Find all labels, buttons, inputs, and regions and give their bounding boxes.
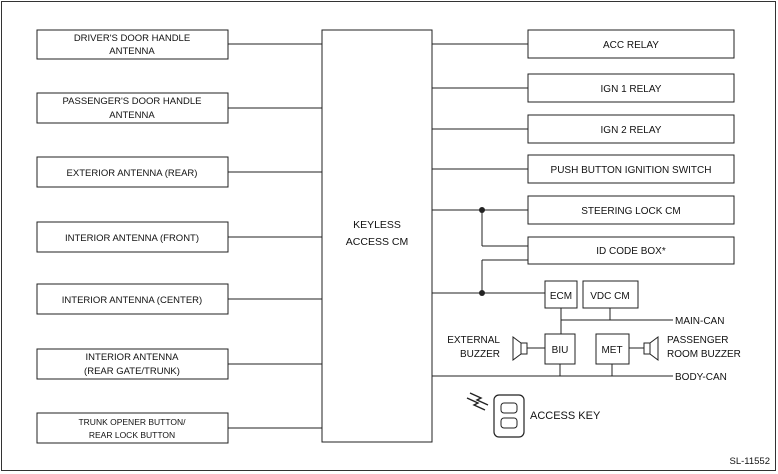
left-input-3: EXTERIOR ANTENNA (REAR) [36,156,322,188]
output-label: STEERING LOCK CM [581,206,680,217]
right-output-3: IGN 2 RELAY [432,114,735,144]
left-input-7: TRUNK OPENER BUTTON/ REAR LOCK BUTTON [36,412,322,444]
left-input-6: INTERIOR ANTENNA (REAR GATE/TRUNK) [36,348,322,380]
output-box-steering-lock-cm [527,195,735,225]
input-label: DRIVER'S DOOR HANDLE [74,33,190,44]
output-label: IGN 2 RELAY [601,125,662,136]
met-label: MET [601,345,622,356]
left-input-4: INTERIOR ANTENNA (FRONT) [36,221,322,253]
junction-dot-ecm [479,290,485,296]
right-output-2: IGN 1 RELAY [432,73,735,103]
input-label: ANTENNA [109,110,155,121]
input-box-exterior-antenna-rear [36,156,229,188]
passenger-room-buzzer-icon [643,336,659,361]
ecm-label: ECM [550,291,572,302]
input-box-interior-antenna-rear-gate [36,348,229,380]
access-key-icon [493,394,525,438]
input-label: TRUNK OPENER BUTTON/ [78,417,186,427]
input-label: REAR LOCK BUTTON [89,430,175,440]
output-label: ACC RELAY [603,40,659,51]
input-label: EXTERIOR ANTENNA (REAR) [67,168,198,179]
vdc-cm-box [582,280,639,309]
external-buzzer-label-2: BUZZER [460,349,500,360]
right-output-4: PUSH BUTTON IGNITION SWITCH [432,154,735,184]
output-box-acc-relay [527,29,735,59]
input-label: INTERIOR ANTENNA (FRONT) [65,233,199,244]
output-label: ID CODE BOX* [596,246,666,257]
right-output-1: ACC RELAY [432,29,735,59]
input-box-interior-antenna-center [36,283,229,315]
vdc-cm-label: VDC CM [590,291,629,302]
input-label: ANTENNA [109,46,155,57]
input-label: INTERIOR ANTENNA [86,352,180,363]
signal-bolt-icon [466,392,489,411]
input-box-passengers-door-antenna [36,92,229,124]
right-output-5: STEERING LOCK CM [432,195,735,225]
input-box-drivers-door-antenna [36,29,229,60]
biu-label: BIU [552,345,569,356]
access-key-label: ACCESS KEY [530,410,601,422]
passenger-buzzer-label-1: PASSENGER [667,335,729,346]
left-input-1: DRIVER'S DOOR HANDLE ANTENNA [36,29,322,60]
input-label: PASSENGER'S DOOR HANDLE [63,96,202,107]
keyless-access-cm-line-1: KEYLESS [353,219,401,231]
output-box-push-button-ignition [527,154,735,184]
right-output-6: ID CODE BOX* [481,210,735,265]
input-box-trunk-opener-button [36,412,229,444]
figure-id: SL-11552 [730,456,771,467]
left-input-5: INTERIOR ANTENNA (CENTER) [36,283,322,315]
main-can-label: MAIN-CAN [675,316,724,327]
output-label: IGN 1 RELAY [601,84,662,95]
external-buzzer-label-1: EXTERNAL [447,335,500,346]
keyless-access-cm-line-2: ACCESS CM [346,236,408,248]
input-label: (REAR GATE/TRUNK) [84,366,180,377]
output-box-ign1-relay [527,73,735,103]
passenger-buzzer-label-2: ROOM BUZZER [667,349,741,360]
keyless-access-cm-box [321,29,433,443]
output-box-ign2-relay [527,114,735,144]
output-box-id-code-box [527,236,735,265]
input-label: INTERIOR ANTENNA (CENTER) [62,295,202,306]
output-label: PUSH BUTTON IGNITION SWITCH [551,165,712,176]
external-buzzer-icon [512,336,528,361]
junction-dot-steering [479,207,485,213]
left-input-2: PASSENGER'S DOOR HANDLE ANTENNA [36,92,322,124]
input-box-interior-antenna-front [36,221,229,253]
body-can-label: BODY-CAN [675,372,727,383]
